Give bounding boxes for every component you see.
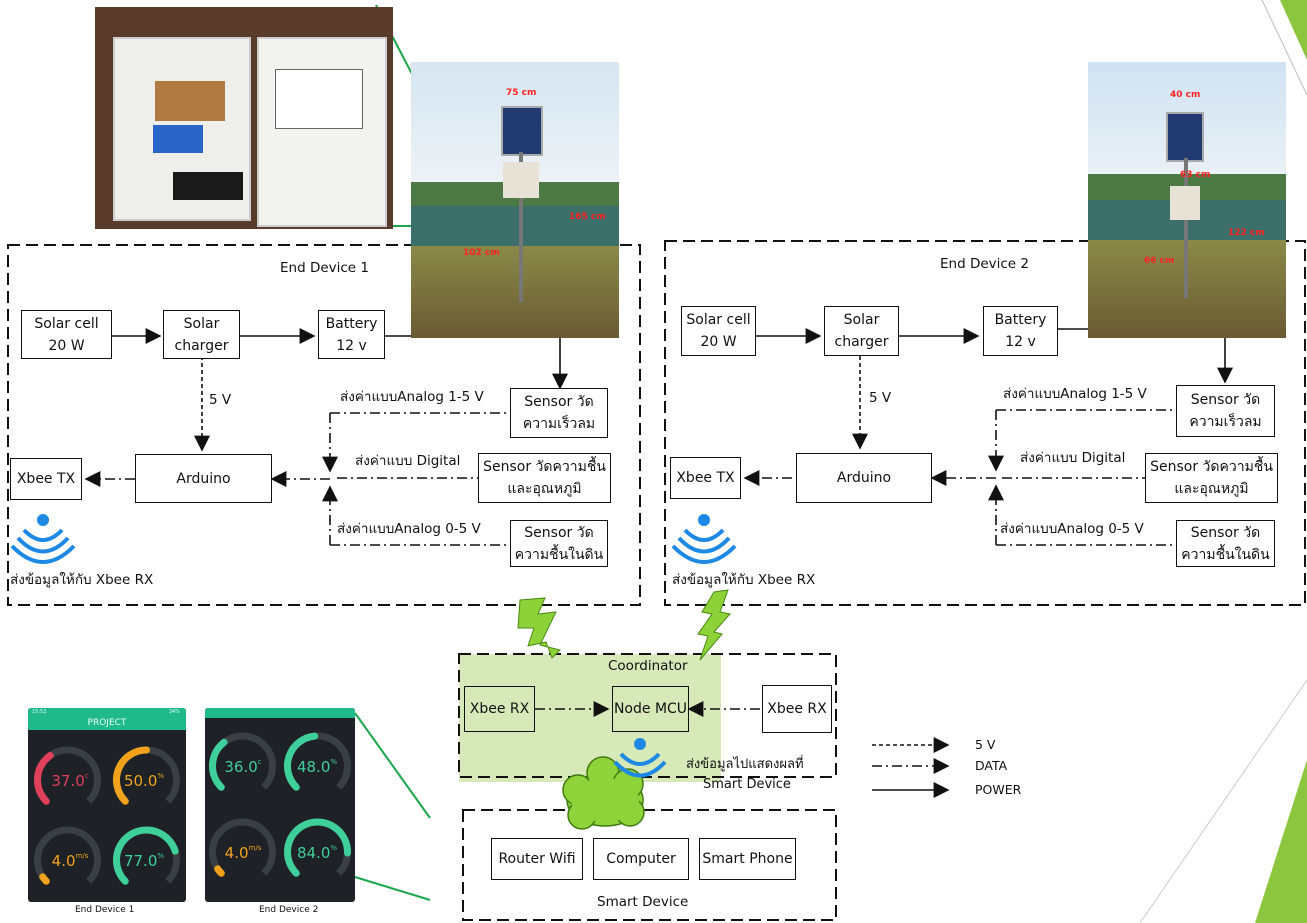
smart-phone-box: Smart Phone: [699, 838, 796, 880]
phone-screen-2: 36.0c 48.0% 4.0m/s 84.0%: [205, 708, 355, 902]
phone-1-gauge-1-value: 37.0c: [51, 772, 89, 790]
station-photo-2: 40 cm 63 cm 122 cm 66 cm: [1088, 62, 1286, 338]
phone-2-caption: End Device 2: [259, 905, 319, 915]
ed2-xbee-tx: Xbee TX: [670, 457, 741, 499]
ed1-analog-0-5-label: ส่งค่าแบบAnalog 0-5 V: [337, 521, 481, 537]
coordinator-xbee-rx-left: Xbee RX: [464, 686, 535, 732]
phone-screen-1: 15:52 34% PROJECT 37.0c 50.0% 4.0m/s 77.…: [28, 708, 186, 902]
phone-1-caption: End Device 1: [75, 905, 135, 915]
gauge-fill: [214, 865, 225, 877]
lightning-bolt-left: [517, 597, 561, 659]
phone-1-gauges: [34, 746, 180, 885]
ed2-send-label: ส่งข้อมูลให้กับ Xbee RX: [672, 572, 816, 588]
smart-device-title: Smart Device: [597, 894, 689, 910]
gauge-track: [209, 818, 276, 876]
coordinator-frame: [458, 653, 837, 778]
coordinator-title: Coordinator: [608, 658, 688, 674]
lightning-bolt-right: [697, 589, 731, 661]
phone-1-gauge-2-value: 50.0%: [123, 772, 165, 790]
corner-decor-top: [1280, 0, 1307, 60]
dim-pole-2: 66 cm: [1144, 256, 1175, 266]
end-device-1-title: End Device 1: [280, 260, 369, 276]
gauge-fill: [284, 732, 319, 791]
end-device-2-title: End Device 2: [940, 256, 1029, 272]
router-wifi-box: Router Wifi: [491, 838, 583, 880]
ed1-sensor-wind: Sensor วัดความเร็วลม: [510, 388, 608, 438]
phone-1-status-battery: 34%: [168, 709, 180, 715]
wireless-icon-ed1: [10, 514, 76, 564]
ed1-analog-1-5-label: ส่งค่าแบบAnalog 1-5 V: [340, 389, 484, 405]
coordinator-xbee-rx-right: Xbee RX: [762, 685, 832, 733]
ed1-5v-label: 5 V: [209, 392, 232, 408]
phone-2-gauges: [209, 732, 351, 877]
dim-height-1: 165 cm: [569, 212, 606, 222]
legend-power: POWER: [975, 782, 1022, 797]
corner-decor-bottom: [1255, 760, 1307, 923]
legend-data: DATA: [975, 758, 1008, 773]
ed1-arduino: Arduino: [135, 454, 272, 503]
dim-mid-2: 63 cm: [1180, 170, 1211, 180]
ed1-sensor-soil: Sensor วัดความชื้นในดิน: [510, 520, 608, 567]
coordinator-area: [459, 654, 721, 782]
phone-2-gauge-2-value: 48.0%: [296, 758, 338, 776]
ed2-sensor-soil: Sensor วัดความชื้นในดิน: [1176, 520, 1275, 567]
ed1-xbee-tx: Xbee TX: [10, 458, 82, 500]
computer-box: Computer: [593, 838, 689, 880]
gauge-fill: [113, 826, 179, 885]
gauge-fill: [34, 751, 54, 805]
ed2-digital-label: ส่งค่าแบบ Digital: [1020, 450, 1126, 466]
phone-2-gauge-3-value: 4.0m/s: [224, 844, 262, 862]
smart-device-frame: [462, 809, 837, 921]
coordinator-send-display-line1: ส่งข้อมูลไปแสดงผลที่: [686, 757, 804, 772]
gauge-fill: [209, 738, 228, 791]
ed2-sensor-humidity-temp: Sensor วัดความชื้นและอุณหภูมิ: [1145, 453, 1278, 503]
gauge-track: [34, 826, 101, 884]
dim-width-2: 40 cm: [1170, 90, 1201, 100]
phone-1-header: [28, 708, 186, 730]
gauge-fill: [39, 873, 50, 885]
station-photo-1: 75 cm 165 cm 102 cm: [411, 62, 619, 338]
wireless-icon-ed2: [671, 514, 737, 564]
ed2-arduino: Arduino: [796, 453, 932, 503]
coordinator-send-display-line2: Smart Device: [703, 777, 791, 792]
phone-1-status-time: 15:52: [32, 709, 47, 715]
ed1-sensor-humidity-temp: Sensor วัดความชื้นและอุณหภูมิ: [478, 453, 611, 503]
phone-1-gauge-4-value: 77.0%: [123, 852, 165, 870]
cloud-icon: [562, 756, 645, 830]
coordinator-node-mcu: Node MCU: [612, 686, 689, 732]
ed2-analog-1-5-label: ส่งค่าแบบAnalog 1-5 V: [1003, 386, 1147, 402]
gauge-fill: [284, 818, 351, 877]
phone-2-gauge-4-value: 84.0%: [296, 844, 338, 862]
phone-1-app-title: PROJECT: [87, 718, 127, 728]
gauge-fill: [113, 746, 150, 805]
dim-pole-1: 102 cm: [463, 248, 500, 258]
phone-2-gauge-1-value: 36.0c: [224, 758, 262, 776]
end-device-2-frame: [664, 240, 1306, 606]
dim-height-2: 122 cm: [1228, 228, 1265, 238]
ed2-sensor-wind: Sensor วัดความเร็วลม: [1176, 385, 1275, 437]
ed1-send-label: ส่งข้อมูลให้กับ Xbee RX: [10, 572, 154, 588]
dim-width-1: 75 cm: [506, 88, 537, 98]
enclosure-photo: [95, 7, 393, 229]
ed2-5v-label: 5 V: [869, 390, 892, 406]
end-device-1-frame: [7, 244, 641, 606]
phone-2-header: [205, 708, 355, 718]
legend-5v: 5 V: [975, 737, 996, 752]
wireless-icon-coordinator: [613, 738, 667, 778]
ed1-digital-label: ส่งค่าแบบ Digital: [355, 453, 461, 469]
phone-1-gauge-3-value: 4.0m/s: [51, 852, 89, 870]
ed2-analog-0-5-label: ส่งค่าแบบAnalog 0-5 V: [1000, 521, 1144, 537]
